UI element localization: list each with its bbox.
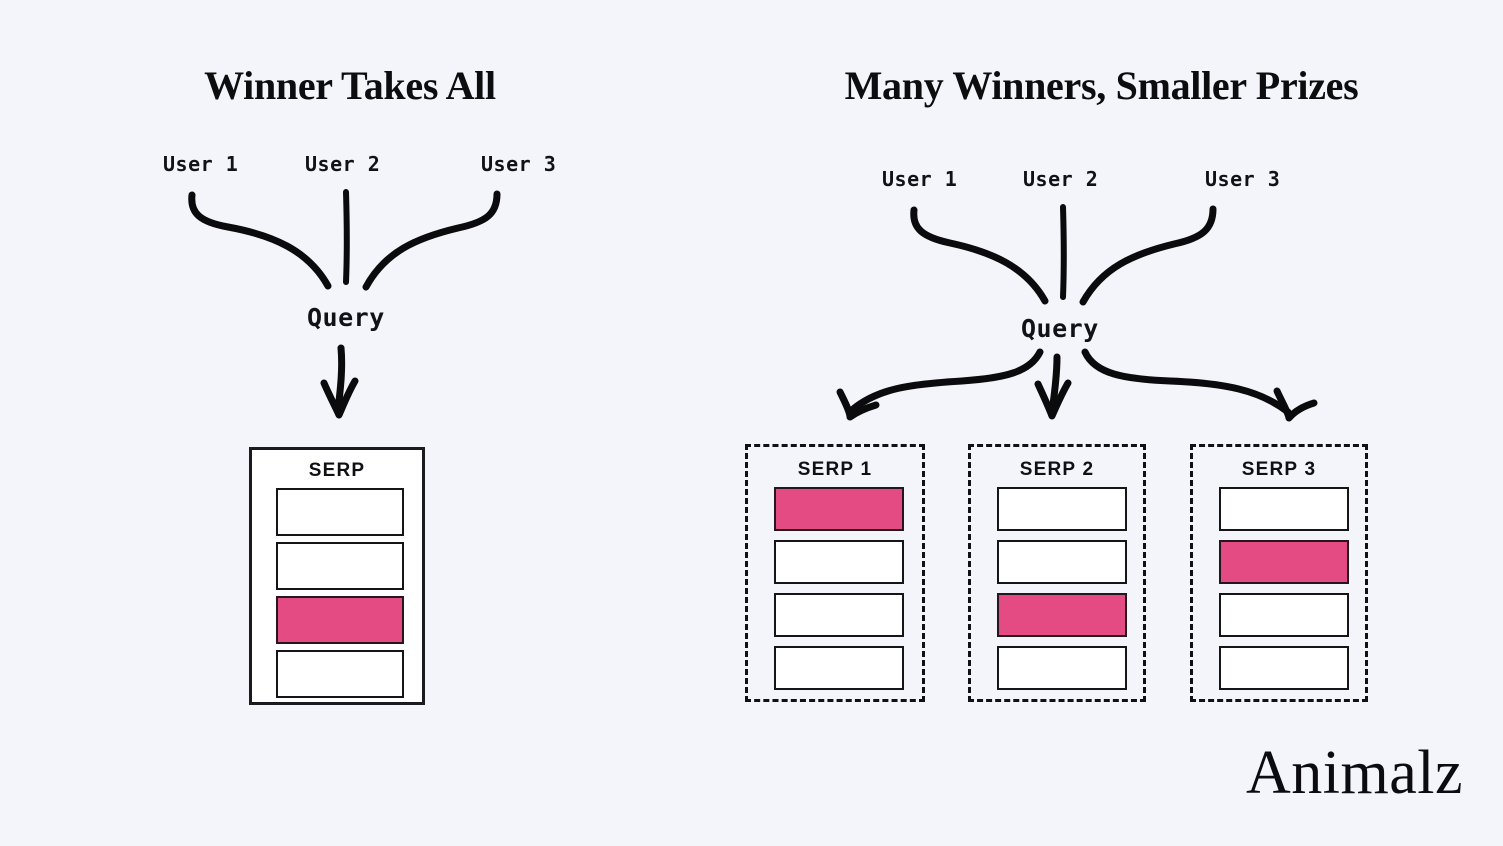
serp-row-1-3[interactable]	[774, 593, 904, 637]
flow-arrows-left	[188, 189, 501, 419]
user-label-right-3: User 3	[1205, 167, 1281, 191]
serp-row-left-3[interactable]	[276, 596, 404, 644]
arrowhead-query-to-serp-left	[320, 377, 359, 419]
flow-path-query-to-serp3	[1081, 348, 1292, 416]
arrowhead-serp1	[836, 388, 880, 421]
query-label-right: Query	[1021, 314, 1099, 343]
serp-title-2: SERP 2	[1019, 459, 1095, 480]
serp-row-2-1[interactable]	[997, 487, 1127, 531]
user-label-left-3: User 3	[481, 152, 557, 176]
arrowhead-serp3	[1273, 387, 1318, 422]
serp-row-left-2[interactable]	[276, 542, 404, 590]
serp-row-1-4[interactable]	[774, 646, 904, 690]
serp-row-3-1[interactable]	[1219, 487, 1349, 531]
user-label-left-2: User 2	[305, 152, 381, 176]
panel-title-left: Winner Takes All	[204, 63, 496, 108]
user-label-right-1: User 1	[882, 167, 958, 191]
flow-path-query-to-serp2	[1048, 353, 1061, 416]
serp-box-2[interactable]: SERP 2	[968, 444, 1146, 702]
flow-path-query-to-serp1	[848, 348, 1044, 414]
serp-row-1-1[interactable]	[774, 487, 904, 531]
query-label-left: Query	[307, 303, 385, 332]
arrowhead-serp2	[1034, 379, 1072, 420]
serp-row-2-3[interactable]	[997, 593, 1127, 637]
flow-path-user2-left	[343, 189, 350, 285]
serp-title-left: SERP	[308, 460, 366, 481]
serp-box-1[interactable]: SERP 1	[745, 444, 925, 702]
flow-arrows-right	[836, 204, 1318, 422]
serp-box-left[interactable]: SERP	[249, 447, 425, 705]
user-label-left-1: User 1	[163, 152, 239, 176]
user-label-right-2: User 2	[1023, 167, 1099, 191]
serp-row-2-4[interactable]	[997, 646, 1127, 690]
serp-row-left-4[interactable]	[276, 650, 404, 698]
panel-title-right: Many Winners, Smaller Prizes	[844, 63, 1359, 108]
serp-title-3: SERP 3	[1241, 459, 1317, 480]
flow-path-user1-left	[188, 191, 332, 290]
serp-row-1-2[interactable]	[774, 540, 904, 584]
flow-path-user3-left	[362, 190, 501, 291]
flow-path-user1-right	[910, 206, 1049, 305]
serp-box-3[interactable]: SERP 3	[1190, 444, 1368, 702]
serp-row-3-4[interactable]	[1219, 646, 1349, 690]
serp-row-3-2[interactable]	[1219, 540, 1349, 584]
panel-winner-takes-all: Winner Takes All User 1 User 2 User 3 Qu…	[0, 0, 700, 846]
flow-path-user2-right	[1060, 204, 1067, 300]
animalz-logo: Animalz	[1246, 739, 1463, 807]
flow-path-query-to-serp-left	[334, 344, 346, 414]
serp-row-left-1[interactable]	[276, 488, 404, 536]
flow-path-user3-right	[1079, 205, 1217, 306]
serp-title-1: SERP 1	[797, 459, 873, 480]
serp-row-3-3[interactable]	[1219, 593, 1349, 637]
serp-row-2-2[interactable]	[997, 540, 1127, 584]
panel-many-winners-smaller-prizes: Many Winners, Smaller Prizes User 1 User…	[700, 0, 1503, 846]
